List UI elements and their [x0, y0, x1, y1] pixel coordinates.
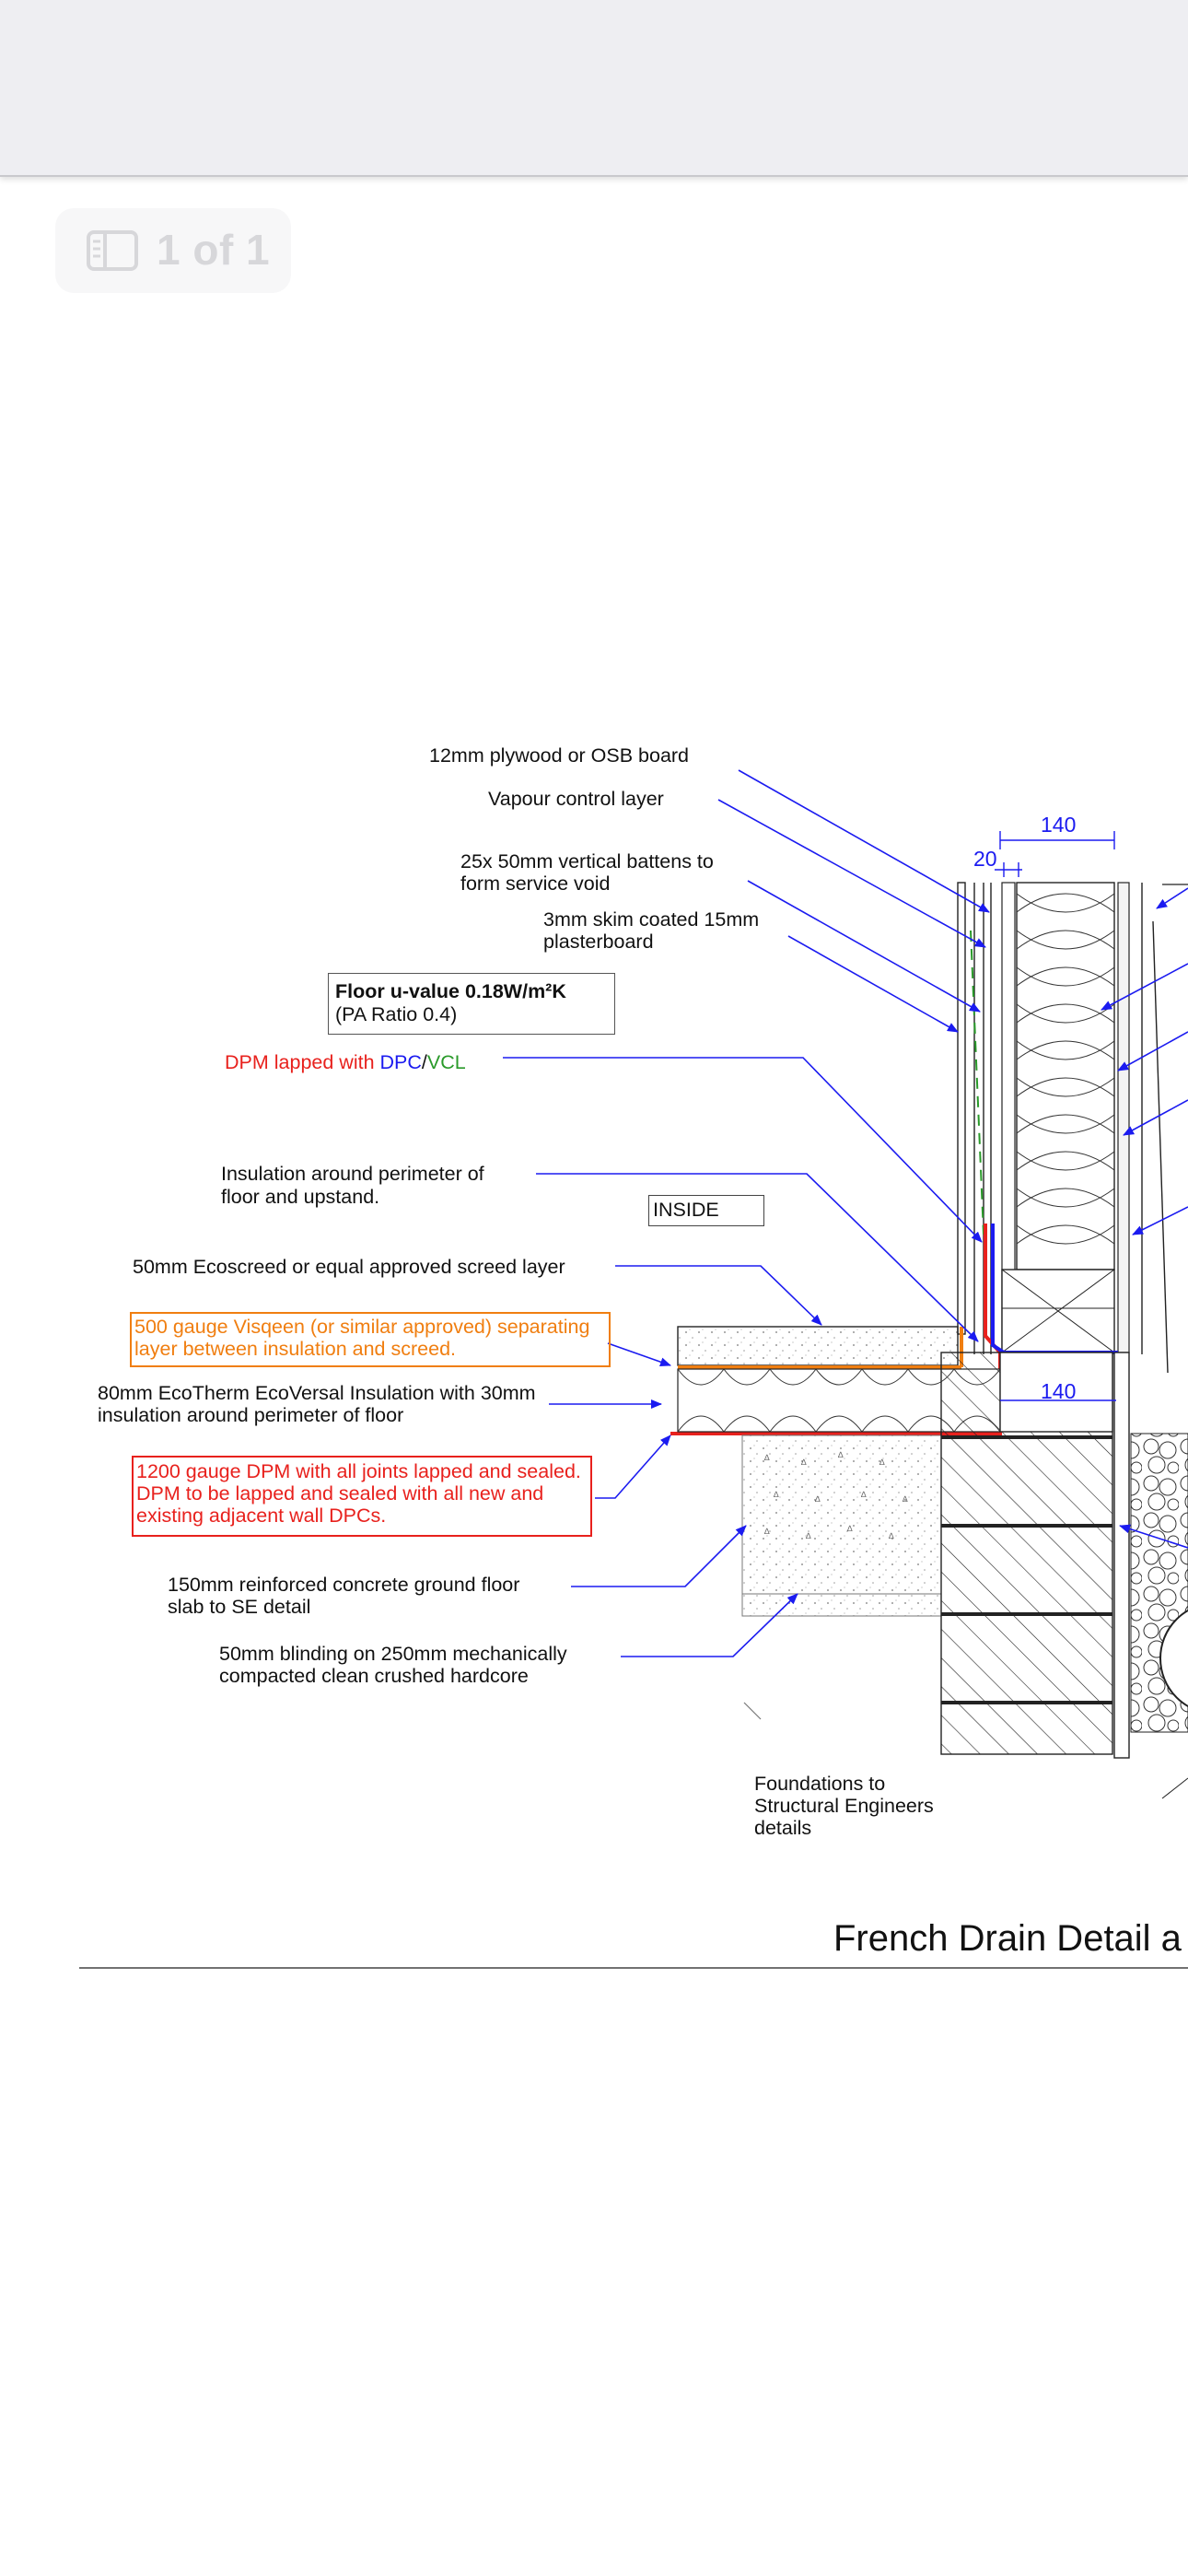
label-foundations-2: Structural Engineers [754, 1795, 934, 1817]
label-uvalue-1: Floor u-value 0.18W/m²K [335, 980, 566, 1002]
label-blinding-1: 50mm blinding on 250mm mechanically [219, 1643, 567, 1665]
drawing-title: French Drain Detail a [833, 1918, 1182, 1959]
leader-perimeter [536, 1173, 979, 1342]
label-foundations-1: Foundations to [754, 1773, 886, 1795]
svg-text:∆: ∆ [815, 1494, 821, 1504]
leader-slab [571, 1525, 747, 1587]
label-blinding-2: compacted clean crushed hardcore [219, 1665, 529, 1687]
visqueen-box [130, 1312, 611, 1367]
wall-insulation [1016, 882, 1115, 1270]
label-vcl: Vapour control layer [488, 788, 664, 810]
label-perimeter-2: floor and upstand. [221, 1186, 380, 1208]
uvalue-box [328, 973, 615, 1035]
page-indicator-text: 1 of 1 [157, 226, 271, 274]
leader-dpm [503, 1057, 983, 1243]
label-dpm1200-2: DPM to be lapped and sealed with all new… [136, 1482, 544, 1505]
label-dpm1200-3: existing adjacent wall DPCs. [136, 1505, 387, 1527]
svg-text:∆: ∆ [774, 1490, 779, 1499]
label-battens-1: 25x 50mm vertical battens to [460, 850, 714, 872]
svg-text:∆: ∆ [806, 1531, 811, 1540]
leader-blinding [621, 1593, 798, 1657]
dimension-140-mid: 140 [1041, 1379, 1077, 1403]
concrete-slab [741, 1434, 942, 1595]
inside-box [648, 1195, 764, 1226]
label-screed: 50mm Ecoscreed or equal approved screed … [133, 1256, 565, 1278]
label-visqueen-2: layer between insulation and screed. [134, 1338, 456, 1360]
label-dpm-lapped: DPM lapped with DPC/VCL [225, 1051, 466, 1073]
dpc-line [991, 1224, 1006, 1354]
label-dpm1200-1: 1200 gauge DPM with all joints lapped an… [136, 1460, 581, 1482]
dimension-140-top: 140 [1041, 813, 1077, 837]
svg-text:∆: ∆ [889, 1531, 894, 1540]
dpm1200-box [132, 1456, 592, 1537]
svg-text:∆: ∆ [801, 1458, 807, 1467]
leader-dpm1200 [595, 1434, 671, 1499]
svg-text:∆: ∆ [838, 1450, 844, 1459]
svg-text:∆: ∆ [879, 1458, 885, 1467]
service-void-lining [957, 882, 966, 1335]
screed-layer [677, 1326, 959, 1366]
label-battens-2: form service void [460, 872, 611, 895]
leader-plywood [738, 769, 990, 913]
svg-text:∆: ∆ [861, 1490, 867, 1499]
leader-plasterboard [787, 935, 959, 1033]
leader-vcl [717, 799, 986, 948]
label-plywood: 12mm plywood or OSB board [429, 744, 690, 767]
label-inside: INSIDE [653, 1199, 719, 1221]
label-foundations-3: details [754, 1817, 812, 1839]
label-ecotherm-2: insulation around perimeter of floor [98, 1404, 404, 1426]
page-indicator[interactable]: 1 of 1 [55, 208, 291, 293]
leader-battens [747, 880, 981, 1013]
label-plaster-1: 3mm skim coated 15mm [543, 908, 760, 931]
dimension-20: 20 [973, 847, 997, 871]
label-slab-1: 150mm reinforced concrete ground floor [168, 1574, 520, 1596]
label-plaster-2: plasterboard [543, 931, 654, 953]
svg-text:∆: ∆ [903, 1494, 908, 1504]
svg-text:∆: ∆ [847, 1524, 853, 1533]
label-visqueen-1: 500 gauge Visqeen (or similar approved) … [134, 1316, 590, 1338]
drain-pipe [1159, 1609, 1188, 1708]
svg-text:∆: ∆ [764, 1527, 770, 1536]
label-uvalue-2: (PA Ratio 0.4) [335, 1003, 458, 1025]
leader-screed [615, 1265, 822, 1326]
svg-text:∆: ∆ [764, 1453, 770, 1462]
label-perimeter-1: Insulation around perimeter of [221, 1163, 484, 1185]
label-ecotherm-1: 80mm EcoTherm EcoVersal Insulation with … [98, 1382, 536, 1404]
label-slab-2: slab to SE detail [168, 1596, 311, 1618]
sidebar-icon[interactable] [87, 230, 138, 271]
leader-visqueen [607, 1342, 671, 1367]
viewer-toolbar [0, 0, 1188, 177]
vcl-line [970, 930, 984, 1235]
